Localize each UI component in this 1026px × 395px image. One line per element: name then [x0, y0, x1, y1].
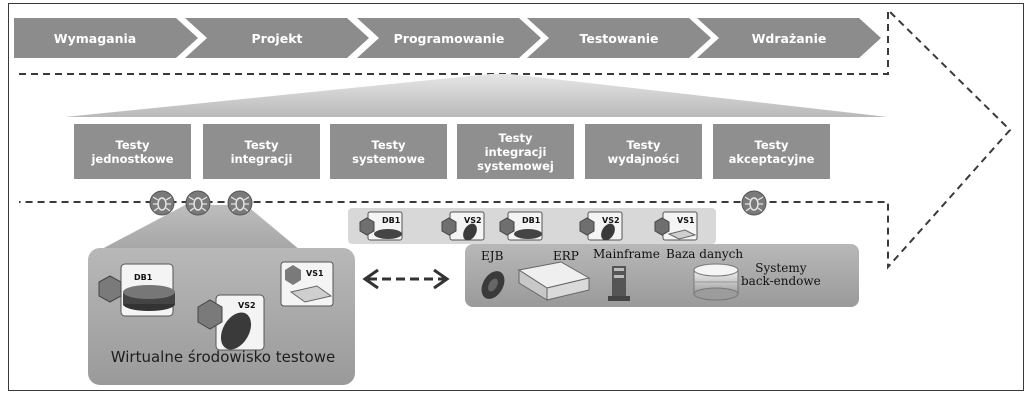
test-label-line1: Testy: [244, 137, 279, 152]
db1-large-icon: DB1: [98, 263, 175, 317]
test-label-line1: Testy: [754, 137, 789, 152]
test-label-line2: integracji: [230, 151, 293, 166]
test-label-line2: wydajności: [607, 151, 680, 166]
bug-icon: [227, 190, 253, 216]
phase-chevron: [527, 18, 711, 58]
strip-db1-icon: DB1: [499, 211, 543, 241]
phase-label: Wymagania: [53, 30, 137, 46]
test-label-line1: Testy: [371, 137, 406, 152]
test-label-line1: Testy: [626, 137, 661, 152]
focus-funnel: [100, 205, 300, 250]
vs2-label: VS2: [238, 301, 256, 310]
erp-label: ERP: [553, 249, 579, 263]
strip-component-label: VS2: [602, 216, 620, 225]
phase-label: Testowanie: [579, 30, 659, 46]
test-label-line3: systemowej: [477, 158, 554, 173]
strip-component-label: VS1: [677, 216, 695, 225]
strip-vs1-icon: VS1: [654, 211, 698, 241]
phase-label: Wdrażanie: [751, 30, 827, 46]
phase-chevron: [185, 18, 369, 58]
db1-label: DB1: [134, 273, 153, 282]
phase-chevron: [697, 18, 881, 58]
vs1-label: VS1: [306, 269, 324, 278]
test-label-line2: jednostkowe: [91, 151, 174, 166]
strip-component-label: DB1: [382, 216, 401, 225]
database-label: Baza danych: [666, 247, 744, 261]
test-label-line1: Testy: [498, 130, 533, 145]
bug-icon: [185, 190, 211, 216]
phase-chevron: [357, 18, 541, 58]
backend-systems-line1: Systemy: [755, 261, 807, 275]
backend-systems-line2: back-endowe: [741, 274, 821, 288]
backend-systems-label: Systemy back-endowe: [741, 262, 821, 288]
phase-label: Programowanie: [393, 30, 505, 46]
mainframe-label: Mainframe: [593, 247, 660, 261]
strip-component-label: DB1: [522, 216, 541, 225]
phase-chevron: [14, 18, 198, 58]
test-label-line2: akceptacyjne: [728, 151, 815, 166]
strip-component-label: VS2: [464, 216, 482, 225]
expansion-cone: [65, 74, 888, 117]
bug-icon: [149, 190, 175, 216]
database-cylinder-icon: [693, 263, 739, 301]
vs1-large-icon: VS1: [280, 261, 334, 307]
phase-label: Projekt: [251, 30, 303, 46]
double-arrow: [362, 268, 450, 290]
bug-icon: [741, 190, 767, 216]
mainframe-server-icon: [608, 266, 630, 301]
test-label-line2: integracji: [484, 144, 547, 159]
strip-db1-icon: DB1: [359, 211, 403, 241]
virtual-env-label: Wirtualne środowisko testowe: [110, 348, 336, 366]
strip-vs2-icon: VS2: [579, 211, 623, 241]
vs2-large-icon: VS2: [197, 294, 265, 351]
lifecycle-dashed-arrow: [19, 7, 1012, 270]
test-label-line1: Testy: [115, 137, 150, 152]
ejb-disk-icon: [481, 271, 505, 299]
test-label-line2: systemowe: [352, 151, 425, 166]
strip-vs2-icon: VS2: [441, 211, 485, 241]
ejb-label: EJB: [481, 249, 504, 263]
erp-box-icon: [517, 261, 591, 301]
